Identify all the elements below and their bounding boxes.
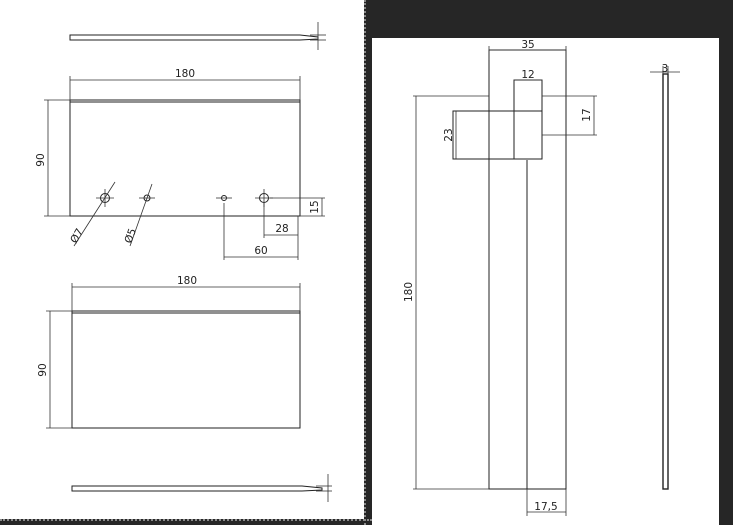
dim-35-label: 35: [521, 39, 534, 51]
plate-bottom-view: 180 90: [37, 275, 301, 429]
sheet-divider-bottom: [0, 519, 372, 521]
hole-d7-label: Ø7: [68, 227, 86, 246]
dim-180-label: 180: [403, 282, 415, 302]
drawing-sheet-left: 180 90 Ø7: [0, 0, 364, 519]
thin-plate-side-view-top: [69, 22, 326, 50]
sheet-right-drawing: 35 12 17 23 180: [403, 39, 680, 516]
dim-15-label: 15: [309, 200, 321, 213]
top-view-height-label: 90: [35, 153, 47, 166]
sheet-divider-vertical: [364, 0, 366, 525]
dim-60-label: 60: [254, 245, 267, 257]
dim-28-label: 28: [275, 223, 288, 235]
top-view-width-label: 180: [175, 68, 195, 80]
hole-d5-label: Ø5: [123, 227, 139, 245]
dim-23-label: 23: [443, 128, 455, 141]
dim-17-5-label: 17,5: [534, 501, 557, 513]
dim-3-label: 3: [662, 63, 669, 75]
thin-plate-side-view-bottom: [71, 474, 332, 502]
sheet-left-drawing: 180 90 Ø7: [35, 22, 332, 502]
drawing-sheet-right: 35 12 17 23 180: [372, 38, 719, 525]
dim-12-label: 12: [521, 69, 534, 81]
plate-top-view: 180 90: [35, 68, 301, 217]
holes: Ø7 Ø5 28 60 15: [68, 181, 325, 260]
long-plate-side-view: 3: [650, 63, 680, 490]
long-plate-front-view: [452, 49, 567, 490]
bottom-view-height-label: 90: [37, 363, 49, 376]
bottom-view-width-label: 180: [177, 275, 197, 287]
dim-17-label: 17: [581, 108, 593, 121]
